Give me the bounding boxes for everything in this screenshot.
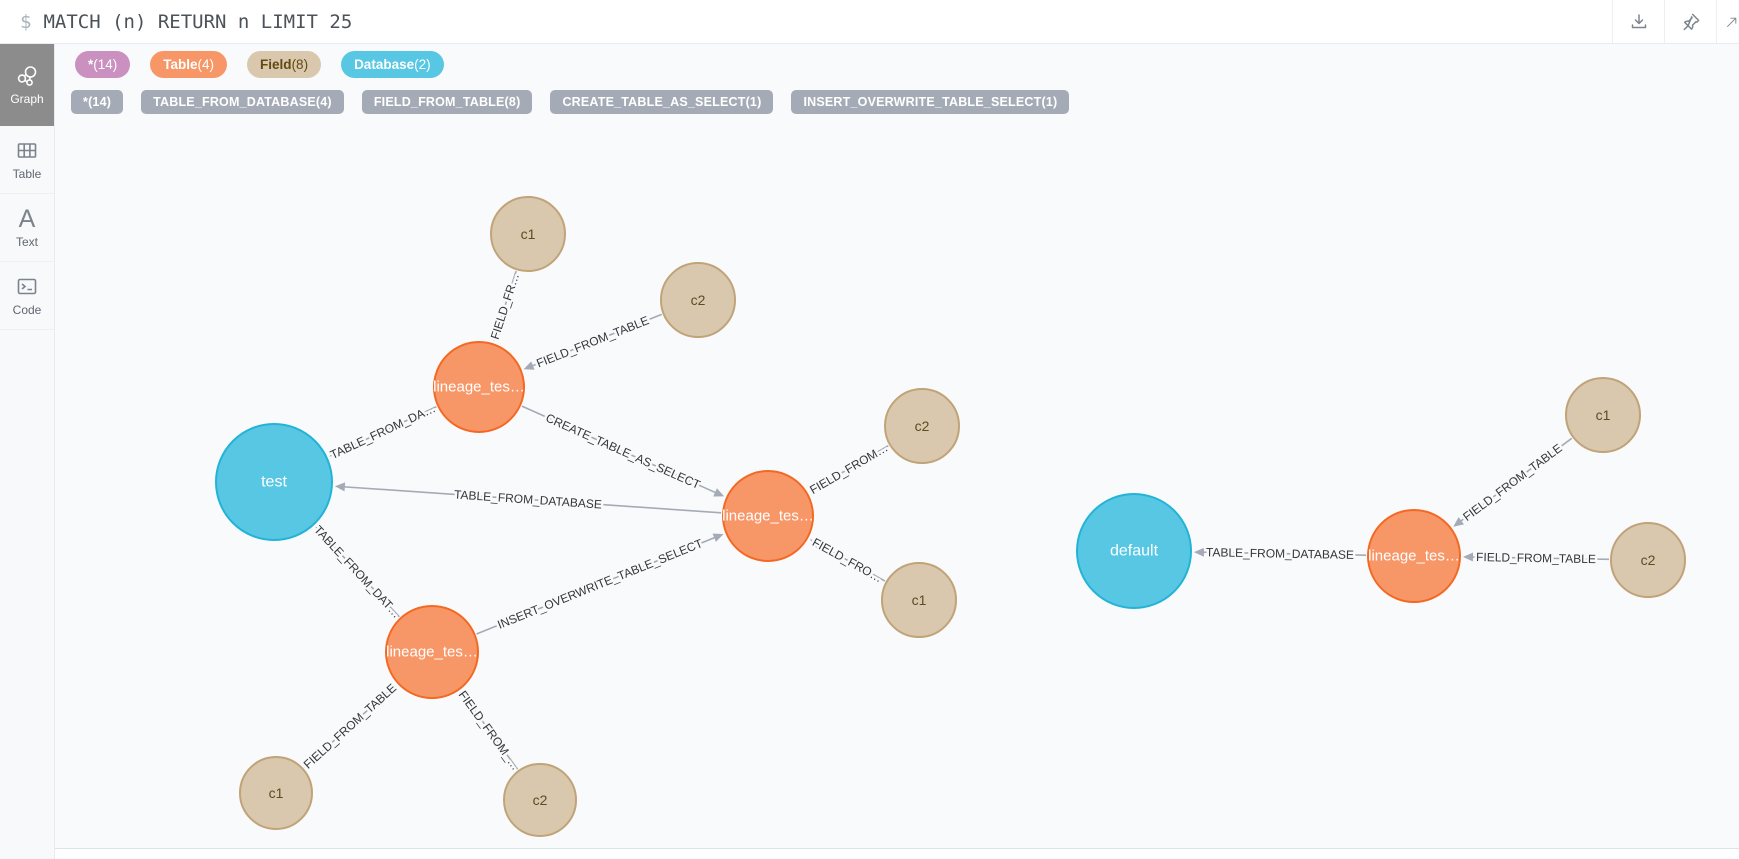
- relationship-type-pill[interactable]: INSERT_OVERWRITE_TABLE_SELECT(1): [791, 90, 1070, 114]
- graph-edge[interactable]: [315, 526, 400, 618]
- cypher-query[interactable]: MATCH (n) RETURN n LIMIT 25: [43, 10, 353, 33]
- edge-label: FIELD_FROM_TABLE: [301, 681, 399, 772]
- graph-edge[interactable]: [521, 405, 725, 497]
- graph-edge[interactable]: [334, 482, 722, 514]
- edge-label: FIELD_FROM_…: [456, 688, 523, 773]
- edge-label: FIELD_FR…: [488, 271, 522, 341]
- graph-edge[interactable]: [329, 406, 437, 457]
- query-bar-actions: [1612, 0, 1739, 43]
- graph-node[interactable]: c1: [490, 196, 566, 272]
- relationship-pill-row: *(14) TABLE_FROM_DATABASE(4) FIELD_FROM_TA…: [71, 90, 1070, 114]
- tab-table[interactable]: Table: [0, 126, 54, 194]
- graph-node[interactable]: c1: [881, 562, 957, 638]
- graph-node[interactable]: lineage_tes…: [722, 470, 814, 562]
- tab-label: Code: [12, 302, 42, 317]
- graph-node[interactable]: lineage_tes…: [1367, 509, 1461, 603]
- tab-graph[interactable]: Graph: [0, 44, 54, 126]
- text-icon: A: [18, 204, 36, 233]
- edge-label: FIELD_FROM_TABLE: [1460, 441, 1564, 524]
- relationship-type-pill[interactable]: TABLE_FROM_DATABASE(4): [141, 90, 344, 114]
- tab-label: Text: [15, 234, 38, 249]
- expand-icon: [1727, 17, 1737, 27]
- edge-label: FIELD_FROM_TABLE: [534, 313, 651, 370]
- node-label-pill[interactable]: *(14): [75, 51, 131, 78]
- graph-edge[interactable]: [1193, 547, 1367, 557]
- pin-button[interactable]: [1664, 0, 1716, 43]
- tab-text[interactable]: A Text: [0, 194, 54, 262]
- graph-node[interactable]: test: [215, 423, 333, 541]
- graph-edge[interactable]: [809, 539, 886, 582]
- graph-edge[interactable]: [809, 444, 889, 492]
- download-button[interactable]: [1612, 0, 1664, 43]
- table-icon: [17, 142, 37, 158]
- node-label-pill[interactable]: Table(4): [150, 51, 228, 78]
- graph-edge[interactable]: [476, 533, 724, 635]
- edge-label: TABLE_FROM_DATABASE: [454, 487, 603, 511]
- expand-button[interactable]: [1716, 0, 1739, 43]
- code-icon: [17, 278, 37, 294]
- node-label-pill[interactable]: Field(8): [247, 51, 322, 78]
- relationship-type-pill[interactable]: CREATE_TABLE_AS_SELECT(1): [550, 90, 774, 114]
- graph-node[interactable]: default: [1076, 493, 1192, 609]
- query-text[interactable]: $ MATCH (n) RETURN n LIMIT 25: [20, 11, 352, 33]
- graph-node[interactable]: c2: [1610, 522, 1686, 598]
- graph-edge[interactable]: [523, 313, 663, 370]
- graph-node[interactable]: c2: [660, 262, 736, 338]
- edge-label: CREATE_TABLE_AS_SELECT: [544, 411, 703, 492]
- query-bar[interactable]: $ MATCH (n) RETURN n LIMIT 25: [0, 0, 1739, 44]
- prompt-symbol: $: [20, 10, 32, 33]
- graph-node[interactable]: lineage_tes…: [433, 341, 525, 433]
- graph-edge[interactable]: [1462, 552, 1610, 562]
- graph-node[interactable]: c2: [503, 763, 577, 837]
- node-pill-row: *(14) Table(4) Field(8) Database(2): [75, 51, 444, 78]
- graph-node[interactable]: c1: [1565, 377, 1641, 453]
- graph-node[interactable]: c1: [239, 756, 313, 830]
- tab-code[interactable]: Code: [0, 262, 54, 330]
- edge-layer: [303, 270, 1610, 770]
- edge-label: TABLE_FROM_DAT…: [311, 523, 404, 621]
- node-label-pill[interactable]: Database(2): [341, 51, 444, 78]
- relationship-type-pill[interactable]: FIELD_FROM_TABLE(8): [361, 90, 533, 114]
- graph-edge[interactable]: [460, 691, 519, 770]
- edge-label: FIELD_FROM_TABLE: [1476, 550, 1596, 566]
- graph-edge[interactable]: [1453, 437, 1573, 527]
- download-icon: [1631, 13, 1646, 28]
- pin-icon: [1683, 13, 1699, 30]
- edge-label: TABLE_FROM_DA…: [328, 401, 438, 462]
- graph-node[interactable]: lineage_tes…: [385, 605, 479, 699]
- tab-label: Table: [12, 166, 42, 181]
- graph-edge[interactable]: [303, 684, 396, 769]
- tab-label: Graph: [10, 92, 44, 106]
- relationship-type-pill[interactable]: *(14): [71, 90, 124, 114]
- edge-label: TABLE_FROM_DATABASE: [1206, 545, 1354, 562]
- edge-label: FIELD_FROM…: [807, 440, 890, 496]
- result-view-sidebar: Graph Table A Text Code: [0, 44, 55, 859]
- graph-edge[interactable]: [492, 270, 517, 342]
- frame-bottom-divider: [55, 848, 1739, 859]
- graph-icon: [17, 66, 37, 86]
- graph-node[interactable]: c2: [884, 388, 960, 464]
- edge-label: FIELD_FRO…: [810, 535, 885, 585]
- edge-label: INSERT_OVERWRITE_TABLE_SELECT: [495, 536, 705, 632]
